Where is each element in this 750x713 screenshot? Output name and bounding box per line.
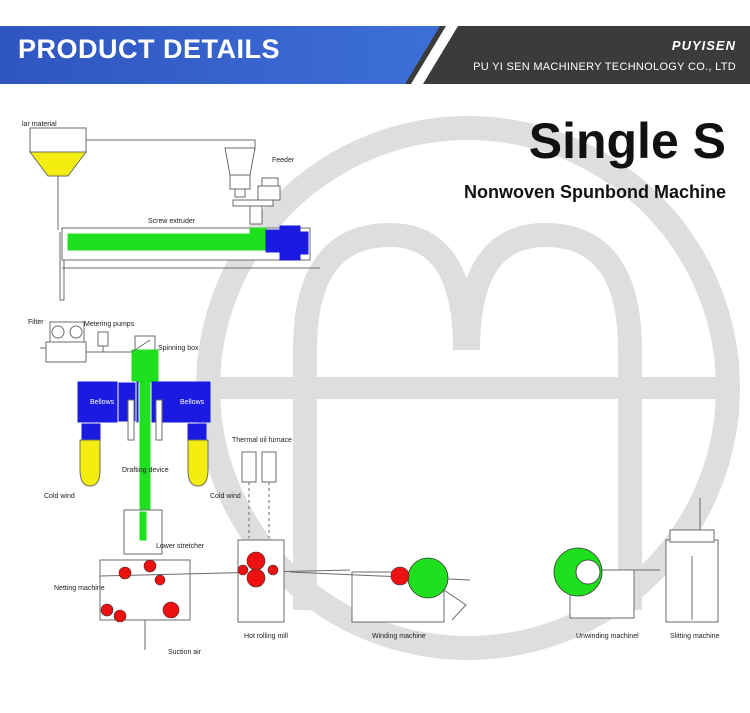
netting-roller-2 [143, 559, 157, 573]
netting-roller-6 [162, 601, 180, 619]
brand-logo: PUYISEN [671, 38, 736, 53]
feed-pipe [59, 232, 65, 301]
screw-extruder [61, 225, 320, 269]
label-unwinding-machine: Unwinding machinel [576, 633, 639, 640]
label-spinning-box: Spinning box [158, 345, 199, 352]
machine-title: Single S [528, 113, 726, 169]
hot-roller-1 [246, 551, 266, 571]
label-metering-pumps: Metering pumps [84, 321, 135, 328]
unwinding-core [575, 559, 601, 585]
netting-roller-4 [100, 603, 114, 617]
netting-roller-1 [118, 566, 132, 580]
header-banner: PRODUCT DETAILS PUYISEN PU YI SEN MACHIN… [0, 0, 750, 84]
hot-roller-3 [237, 564, 249, 576]
label-bellows-left: Bellows [90, 399, 115, 406]
label-slitting-machine: Slitting machine [670, 633, 720, 640]
label-bellows-right: Bellows [180, 399, 205, 406]
header-background [0, 26, 750, 84]
machine-subtitle: Nonwoven Spunbond Machine [464, 182, 726, 202]
netting-roller-5 [113, 609, 127, 623]
label-filter: Filter [28, 319, 44, 326]
label-cold-wind-right: Cold wind [210, 493, 241, 500]
company-name: PU YI SEN MACHINERY TECHNOLOGY CO., LTD [473, 61, 736, 73]
raw-material-hopper [29, 127, 200, 230]
label-thermal-oil-furnace: Thermal oil furnace [232, 437, 292, 444]
page-title: PRODUCT DETAILS [18, 34, 280, 64]
netting-roller-3 [154, 574, 166, 586]
winding-roll [407, 557, 449, 599]
label-cold-wind-left: Cold wind [44, 493, 75, 500]
winding-red-roller [390, 566, 410, 586]
label-raw-material: lar material [22, 121, 57, 128]
label-suction-air: Suction air [168, 649, 202, 656]
label-drafting-device: Drafting device [122, 467, 169, 474]
thermal-oil-furnace [241, 451, 277, 538]
vacuum-line [200, 139, 256, 150]
hot-roller-2 [246, 568, 266, 588]
label-screw-extruder: Screw extruder [148, 218, 196, 225]
label-winding-machine: Winding machine [372, 633, 426, 640]
label-hot-rolling-mill: Hot rolling mill [244, 633, 288, 640]
metering-pump [97, 331, 109, 352]
label-lower-stretcher: Lower stretcher [156, 543, 205, 550]
drafting-tube [127, 381, 163, 511]
slitting-machine [665, 498, 719, 623]
label-feeder: Feeder [272, 157, 295, 164]
spinning-box [131, 335, 159, 383]
filter-unit [40, 321, 132, 363]
feeder [224, 147, 281, 225]
lower-stretcher [123, 509, 163, 555]
hot-roller-4 [267, 564, 279, 576]
label-netting-machine: Netting machine [54, 585, 105, 592]
